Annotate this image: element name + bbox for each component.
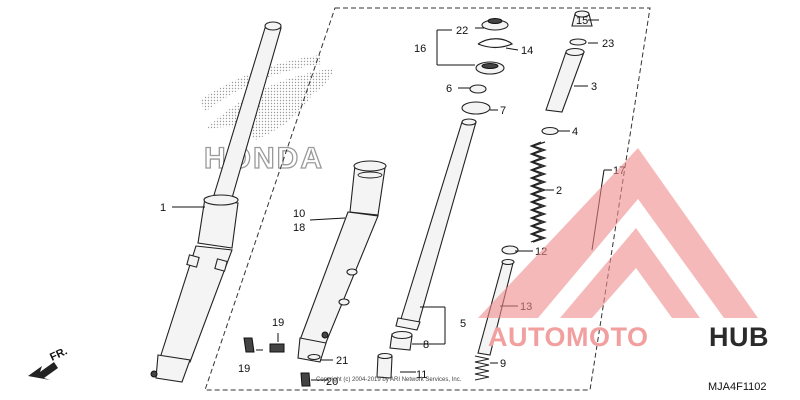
part-4-washer — [541, 126, 559, 136]
direction-label: FR. — [48, 345, 69, 363]
brand-watermark-part2: HUB — [709, 322, 769, 352]
brand-watermark-part1: AUTOMOTO — [488, 322, 649, 352]
seal-parts-stack — [461, 18, 514, 115]
callout-4: 4 — [572, 126, 578, 138]
bolt-parts — [243, 337, 321, 387]
callout-15: 15 — [576, 15, 588, 27]
automotohub-watermark — [478, 148, 758, 318]
callout-21: 21 — [336, 355, 348, 367]
part-9-rebound-spring — [474, 355, 490, 381]
callout-1: 1 — [160, 202, 166, 214]
direction-arrow-icon — [28, 362, 58, 380]
part-1-fork-assembly — [150, 21, 282, 383]
callout-11: 11 — [416, 369, 427, 381]
callout-16: 16 — [414, 43, 426, 55]
callout-3: 3 — [591, 81, 597, 93]
callout-9: 9 — [500, 358, 506, 370]
callout-20: 20 — [326, 376, 338, 388]
callout-8: 8 — [423, 339, 429, 351]
assembly-frame — [204, 7, 651, 391]
part-8-oil-lock-piece — [389, 330, 413, 351]
callout-23: 23 — [602, 38, 614, 50]
part-11-sleeve — [376, 352, 393, 379]
callout-7: 7 — [500, 105, 506, 117]
callout-10: 10 — [293, 208, 305, 220]
part-3-spacer — [545, 47, 585, 113]
automotohub-logo-icon — [478, 148, 758, 318]
part-15-fork-cap — [569, 10, 593, 46]
callout-5: 5 — [460, 318, 466, 330]
copyright-text: Copyright (c) 2004-2019 by ARI Network S… — [316, 377, 462, 383]
callout-19a: 19 — [272, 317, 284, 329]
part-2-fork-spring — [529, 141, 547, 243]
callout-14: 14 — [521, 45, 533, 57]
front-direction-indicator: FR. — [28, 345, 69, 380]
callout-22: 22 — [456, 25, 468, 37]
callout-6: 6 — [446, 83, 452, 95]
diagram-code: MJA4F1102 — [708, 381, 767, 393]
part-12-washer — [501, 245, 519, 255]
part-5-inner-tube — [395, 118, 477, 331]
part-10-outer-tube — [297, 160, 387, 363]
callout-2: 2 — [556, 185, 562, 197]
callout-18: 18 — [293, 222, 305, 234]
callout-19b: 19 — [238, 363, 250, 375]
